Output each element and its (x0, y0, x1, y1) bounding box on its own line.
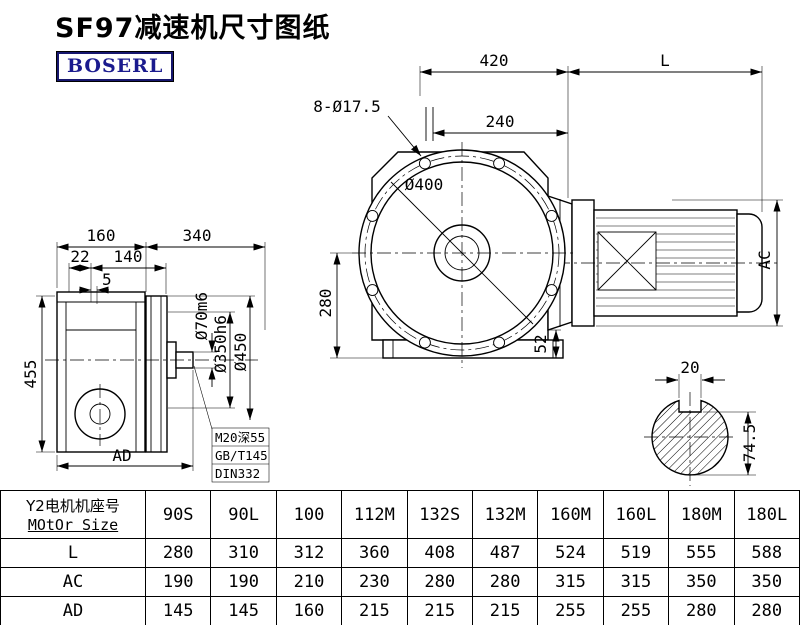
table-row-AC: AC 190 190 210 230 280 280 315 315 350 3… (0, 567, 800, 597)
shaft-section-detail: 20 74.5 (644, 358, 759, 486)
dim-160-label: 160 (87, 226, 116, 245)
table-cell: 588 (733, 538, 800, 568)
table-cell: 210 (275, 567, 343, 597)
dim-22-label: 22 (70, 247, 89, 266)
table-cell: 487 (471, 538, 539, 568)
side-view-dimensions: 160 340 22 140 5 455 AD Ø70 (21, 226, 270, 483)
dim-240-label: 240 (486, 112, 515, 131)
table-cell: 145 (144, 596, 212, 625)
table-cell: 160 (275, 596, 343, 625)
table-cell: 215 (406, 596, 473, 625)
thread-spec-box: M20深55 GB/T145 DIN332 (211, 427, 270, 483)
table-col-header: 180L (733, 490, 800, 539)
technical-drawing: 420 L 240 8-Ø17.5 Ø400 280 AC 52 (21, 51, 783, 486)
table-cell: 255 (537, 596, 604, 625)
dim-5-label: 5 (102, 270, 112, 289)
motor-header-en: MOtOr Size (27, 516, 119, 534)
table-cell: 524 (537, 538, 604, 568)
output-flange (352, 142, 575, 368)
row-label: AC (0, 567, 146, 597)
motor-size-table: Y2电机机座号 MOtOr Size 90S 90L 100 112M 132S… (0, 490, 800, 625)
table-col-header: 160M (537, 490, 604, 539)
dia-350-label: Ø350h6 (211, 315, 230, 373)
table-cell: 280 (144, 538, 212, 568)
row-label: L (0, 538, 146, 568)
table-row-AD: AD 145 145 160 215 215 215 255 255 280 2… (0, 596, 800, 625)
table-cell: 215 (341, 596, 408, 625)
table-cell: 360 (341, 538, 408, 568)
dim-455-label: 455 (21, 360, 40, 389)
dim-AD-label: AD (112, 446, 131, 465)
table-col-header: 132M (471, 490, 539, 539)
table-cell: 215 (471, 596, 539, 625)
table-cell: 350 (668, 567, 735, 597)
page-title: SF97减速机尺寸图纸 (55, 13, 331, 44)
dim-140-label: 140 (114, 247, 143, 266)
table-col-header: 112M (341, 490, 408, 539)
row-label: AD (0, 596, 146, 625)
table-cell: 312 (275, 538, 343, 568)
table-cell: 310 (210, 538, 277, 568)
dim-AC-label: AC (755, 250, 774, 269)
table-cell: 280 (471, 567, 539, 597)
table-cell: 255 (602, 596, 670, 625)
table-row-L: L 280 310 312 360 408 487 524 519 555 58… (0, 538, 800, 568)
side-view (45, 291, 258, 453)
table-cell: 315 (602, 567, 670, 597)
table-cell: 190 (210, 567, 277, 597)
dim-420-label: 420 (480, 51, 509, 70)
bolt-holes-label: 8-Ø17.5 (313, 97, 380, 116)
table-col-header: 90S (144, 490, 212, 539)
std-gb-label: GB/T145 (215, 448, 268, 463)
table-cell: 315 (537, 567, 604, 597)
table-cell: 350 (733, 567, 800, 597)
table-cell: 230 (341, 567, 408, 597)
table-cell: 190 (144, 567, 212, 597)
table-col-header: 90L (210, 490, 277, 539)
table-col-header: 100 (275, 490, 343, 539)
table-cell: 408 (406, 538, 473, 568)
brand-text: BOSERL (67, 55, 164, 77)
table-corner-header: Y2电机机座号 MOtOr Size (0, 490, 146, 539)
table-cell: 555 (668, 538, 735, 568)
dim-340-label: 340 (183, 226, 212, 245)
dim-280-label: 280 (316, 289, 335, 318)
dim-74_5-label: 74.5 (740, 424, 759, 463)
dim-L-label: L (660, 51, 670, 70)
motor (556, 199, 778, 327)
table-cell: 280 (406, 567, 473, 597)
table-header-row: Y2电机机座号 MOtOr Size 90S 90L 100 112M 132S… (0, 490, 800, 539)
front-view-dimensions: 420 L 240 8-Ø17.5 Ø400 280 AC 52 (313, 51, 783, 359)
brand-logo: BOSERL (55, 51, 175, 82)
table-cell: 280 (668, 596, 735, 625)
table-col-header: 160L (602, 490, 670, 539)
table-cell: 145 (210, 596, 277, 625)
dia-400-label: Ø400 (405, 175, 444, 194)
motor-header-cn: Y2电机机座号 (26, 497, 120, 515)
dim-20-label: 20 (680, 358, 699, 377)
dim-52-label: 52 (531, 334, 550, 353)
table-col-header: 180M (668, 490, 735, 539)
dia-70-label: Ø70m6 (192, 292, 211, 340)
table-cell: 519 (602, 538, 670, 568)
std-din-label: DIN332 (215, 466, 260, 481)
table-col-header: 132S (406, 490, 473, 539)
dia-450-label: Ø450 (231, 333, 250, 372)
front-view (352, 142, 778, 368)
thread-note-label: M20深55 (215, 430, 265, 445)
table-cell: 280 (733, 596, 800, 625)
